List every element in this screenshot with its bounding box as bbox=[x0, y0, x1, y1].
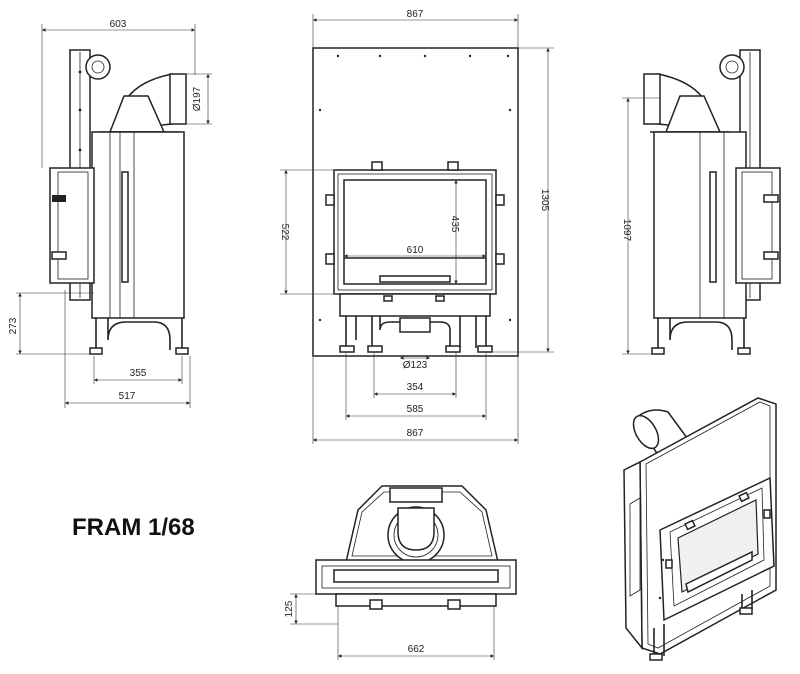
dim-354: 354 bbox=[407, 382, 424, 393]
dim-517: 517 bbox=[119, 391, 136, 402]
product-title: FRAM 1/68 bbox=[72, 514, 195, 541]
dim-435: 435 bbox=[449, 216, 460, 233]
dim-1305: 1305 bbox=[539, 189, 550, 212]
dim-585: 585 bbox=[407, 404, 424, 415]
front-view: 867 1305 522 435 610 Ø123 354 585 867 bbox=[279, 9, 554, 444]
dim-522: 522 bbox=[279, 224, 290, 241]
dim-1097: 1097 bbox=[621, 219, 632, 242]
dim-197: Ø197 bbox=[192, 86, 203, 111]
dim-355: 355 bbox=[130, 368, 147, 379]
dim-603: 603 bbox=[110, 19, 127, 30]
dim-273: 273 bbox=[8, 317, 19, 334]
dim-867-bottom: 867 bbox=[407, 428, 424, 439]
top-view: 125 662 bbox=[284, 485, 517, 660]
dim-125: 125 bbox=[284, 600, 295, 617]
isometric-view bbox=[623, 397, 777, 661]
left-side-view: 603 Ø197 273 355 517 bbox=[8, 19, 212, 408]
dim-123: Ø123 bbox=[403, 360, 428, 371]
dim-867-top: 867 bbox=[407, 9, 424, 20]
dim-662: 662 bbox=[408, 644, 425, 655]
right-side-view: 1097 bbox=[621, 49, 781, 355]
dim-610: 610 bbox=[407, 245, 424, 256]
